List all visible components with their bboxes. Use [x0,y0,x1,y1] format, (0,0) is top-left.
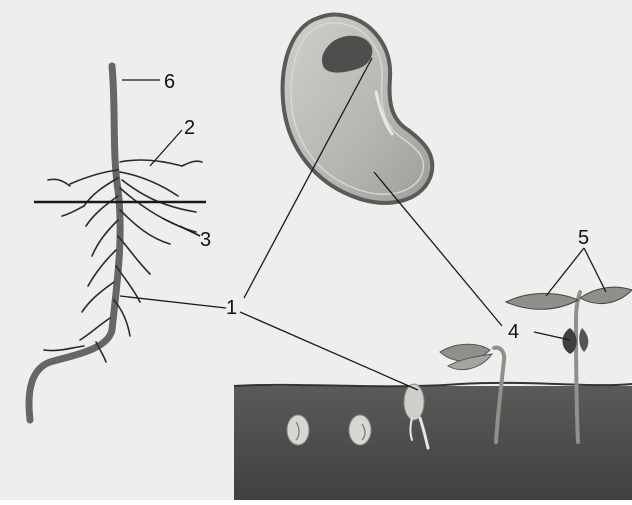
root-system [29,66,206,420]
taproot [29,66,120,420]
seed-stage-2 [349,415,371,445]
soil-surface [234,383,632,386]
label-2: 2 [184,117,195,139]
label-4: 4 [508,321,519,343]
label-1: 1 [226,297,237,319]
enlarged-seed [283,15,433,203]
seed-stage-1 [287,415,309,445]
label-5: 5 [578,227,589,249]
label-3: 3 [200,229,211,251]
label-6: 6 [164,71,175,93]
lateral-roots [44,160,202,362]
